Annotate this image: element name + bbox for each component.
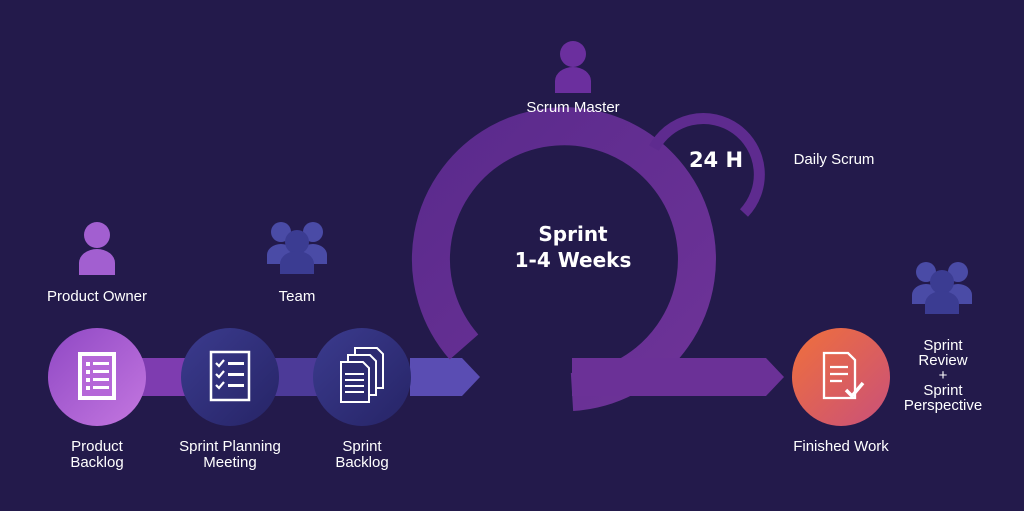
product-backlog-label: Product Backlog (70, 438, 124, 471)
team-label: Team (278, 288, 316, 305)
document-stack-icon (340, 347, 384, 403)
daily-scrum-label: Daily Scrum (793, 151, 875, 168)
scrum-master-label: Scrum Master (526, 99, 620, 116)
daily-scrum-arc (649, 113, 765, 217)
product-owner-person-icon (79, 222, 115, 275)
sprint-review-label: Sprint Review + Sprint Perspective (903, 337, 983, 414)
sprint-title: Sprint (538, 222, 608, 246)
sprint-cycle-arc (411, 107, 716, 411)
document-list-icon (78, 352, 116, 400)
flow-arrow-to-sprint (410, 358, 480, 396)
sprint-backlog-label: Sprint Backlog (335, 438, 389, 471)
checklist-icon (209, 350, 251, 402)
finished-work-circle (792, 328, 890, 426)
scrum-master-person-icon (555, 41, 591, 93)
cycle-24h-label: 24 H (688, 148, 744, 172)
team-icon (267, 222, 327, 274)
finished-work-label: Finished Work (793, 438, 889, 455)
product-owner-label: Product Owner (46, 288, 148, 305)
sprint-planning-circle (181, 328, 279, 426)
review-team-icon (912, 262, 972, 314)
document-check-icon (822, 351, 865, 400)
flow-arrow-to-finished (572, 358, 784, 396)
sprint-planning-label: Sprint Planning Meeting (179, 438, 281, 471)
sprint-duration: 1-4 Weeks (514, 248, 632, 272)
